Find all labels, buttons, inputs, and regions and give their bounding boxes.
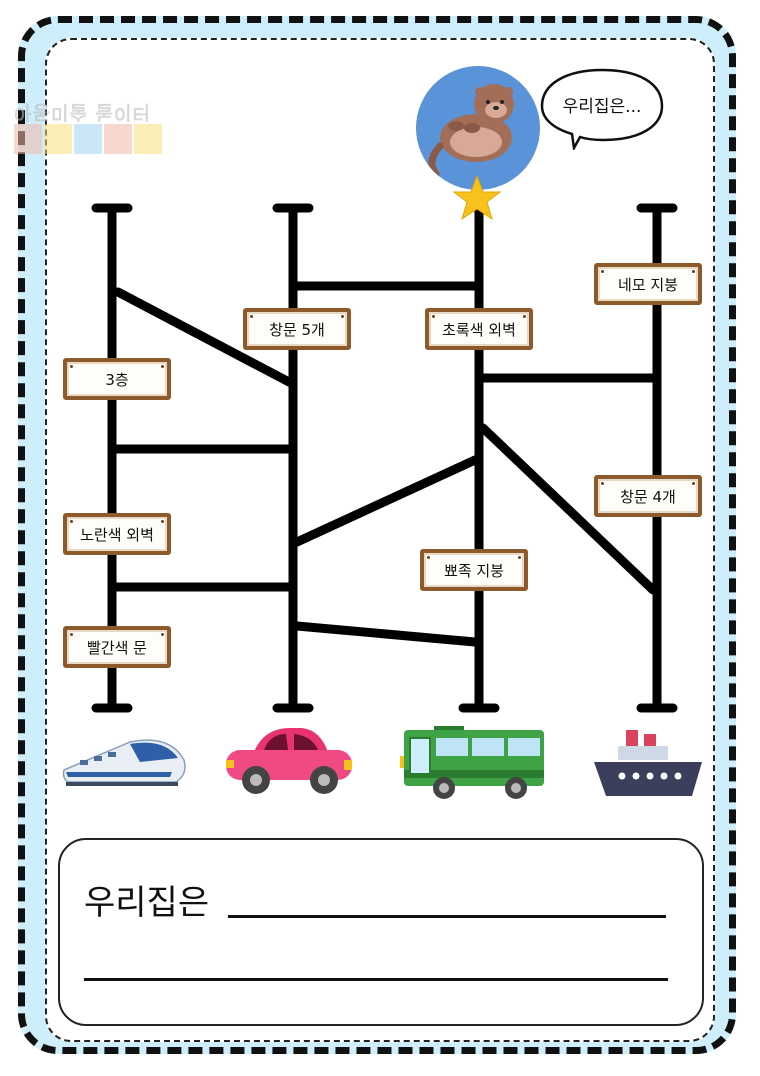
sign-yellow-wall: 노란색 외벽	[63, 513, 171, 555]
ladder-rung	[292, 455, 480, 547]
sign-3-floors: 3층	[63, 358, 171, 400]
otter-avatar	[416, 66, 540, 190]
ladder-rung	[113, 287, 294, 387]
speech-text: 우리집은...	[562, 97, 642, 117]
answer-label: 우리집은	[84, 883, 210, 923]
speech-bubble	[540, 68, 664, 150]
sign-red-door: 빨간색 문	[63, 626, 171, 668]
ladder-rung	[478, 423, 658, 595]
ladder-rung	[292, 621, 480, 647]
answer-line-2[interactable]	[84, 978, 668, 981]
ship-icon	[594, 730, 702, 796]
watermark-logo: 아동미술 놀이터	[14, 100, 174, 160]
sign-green-wall: 초록색 외벽	[425, 308, 533, 350]
watermark-blocks	[14, 124, 162, 154]
otter-icon	[428, 84, 514, 178]
bus-icon	[400, 726, 544, 799]
sign-window-5: 창문 5개	[243, 308, 351, 350]
sign-pointed-roof: 뾰족 지붕	[420, 549, 528, 591]
answer-box	[58, 838, 704, 1026]
answer-line-1[interactable]	[228, 915, 666, 918]
star-icon	[452, 174, 502, 221]
car-icon	[226, 728, 352, 794]
sign-window-4: 창문 4개	[594, 475, 702, 517]
sign-square-roof: 네모 지붕	[594, 263, 702, 305]
train-icon	[62, 739, 186, 786]
